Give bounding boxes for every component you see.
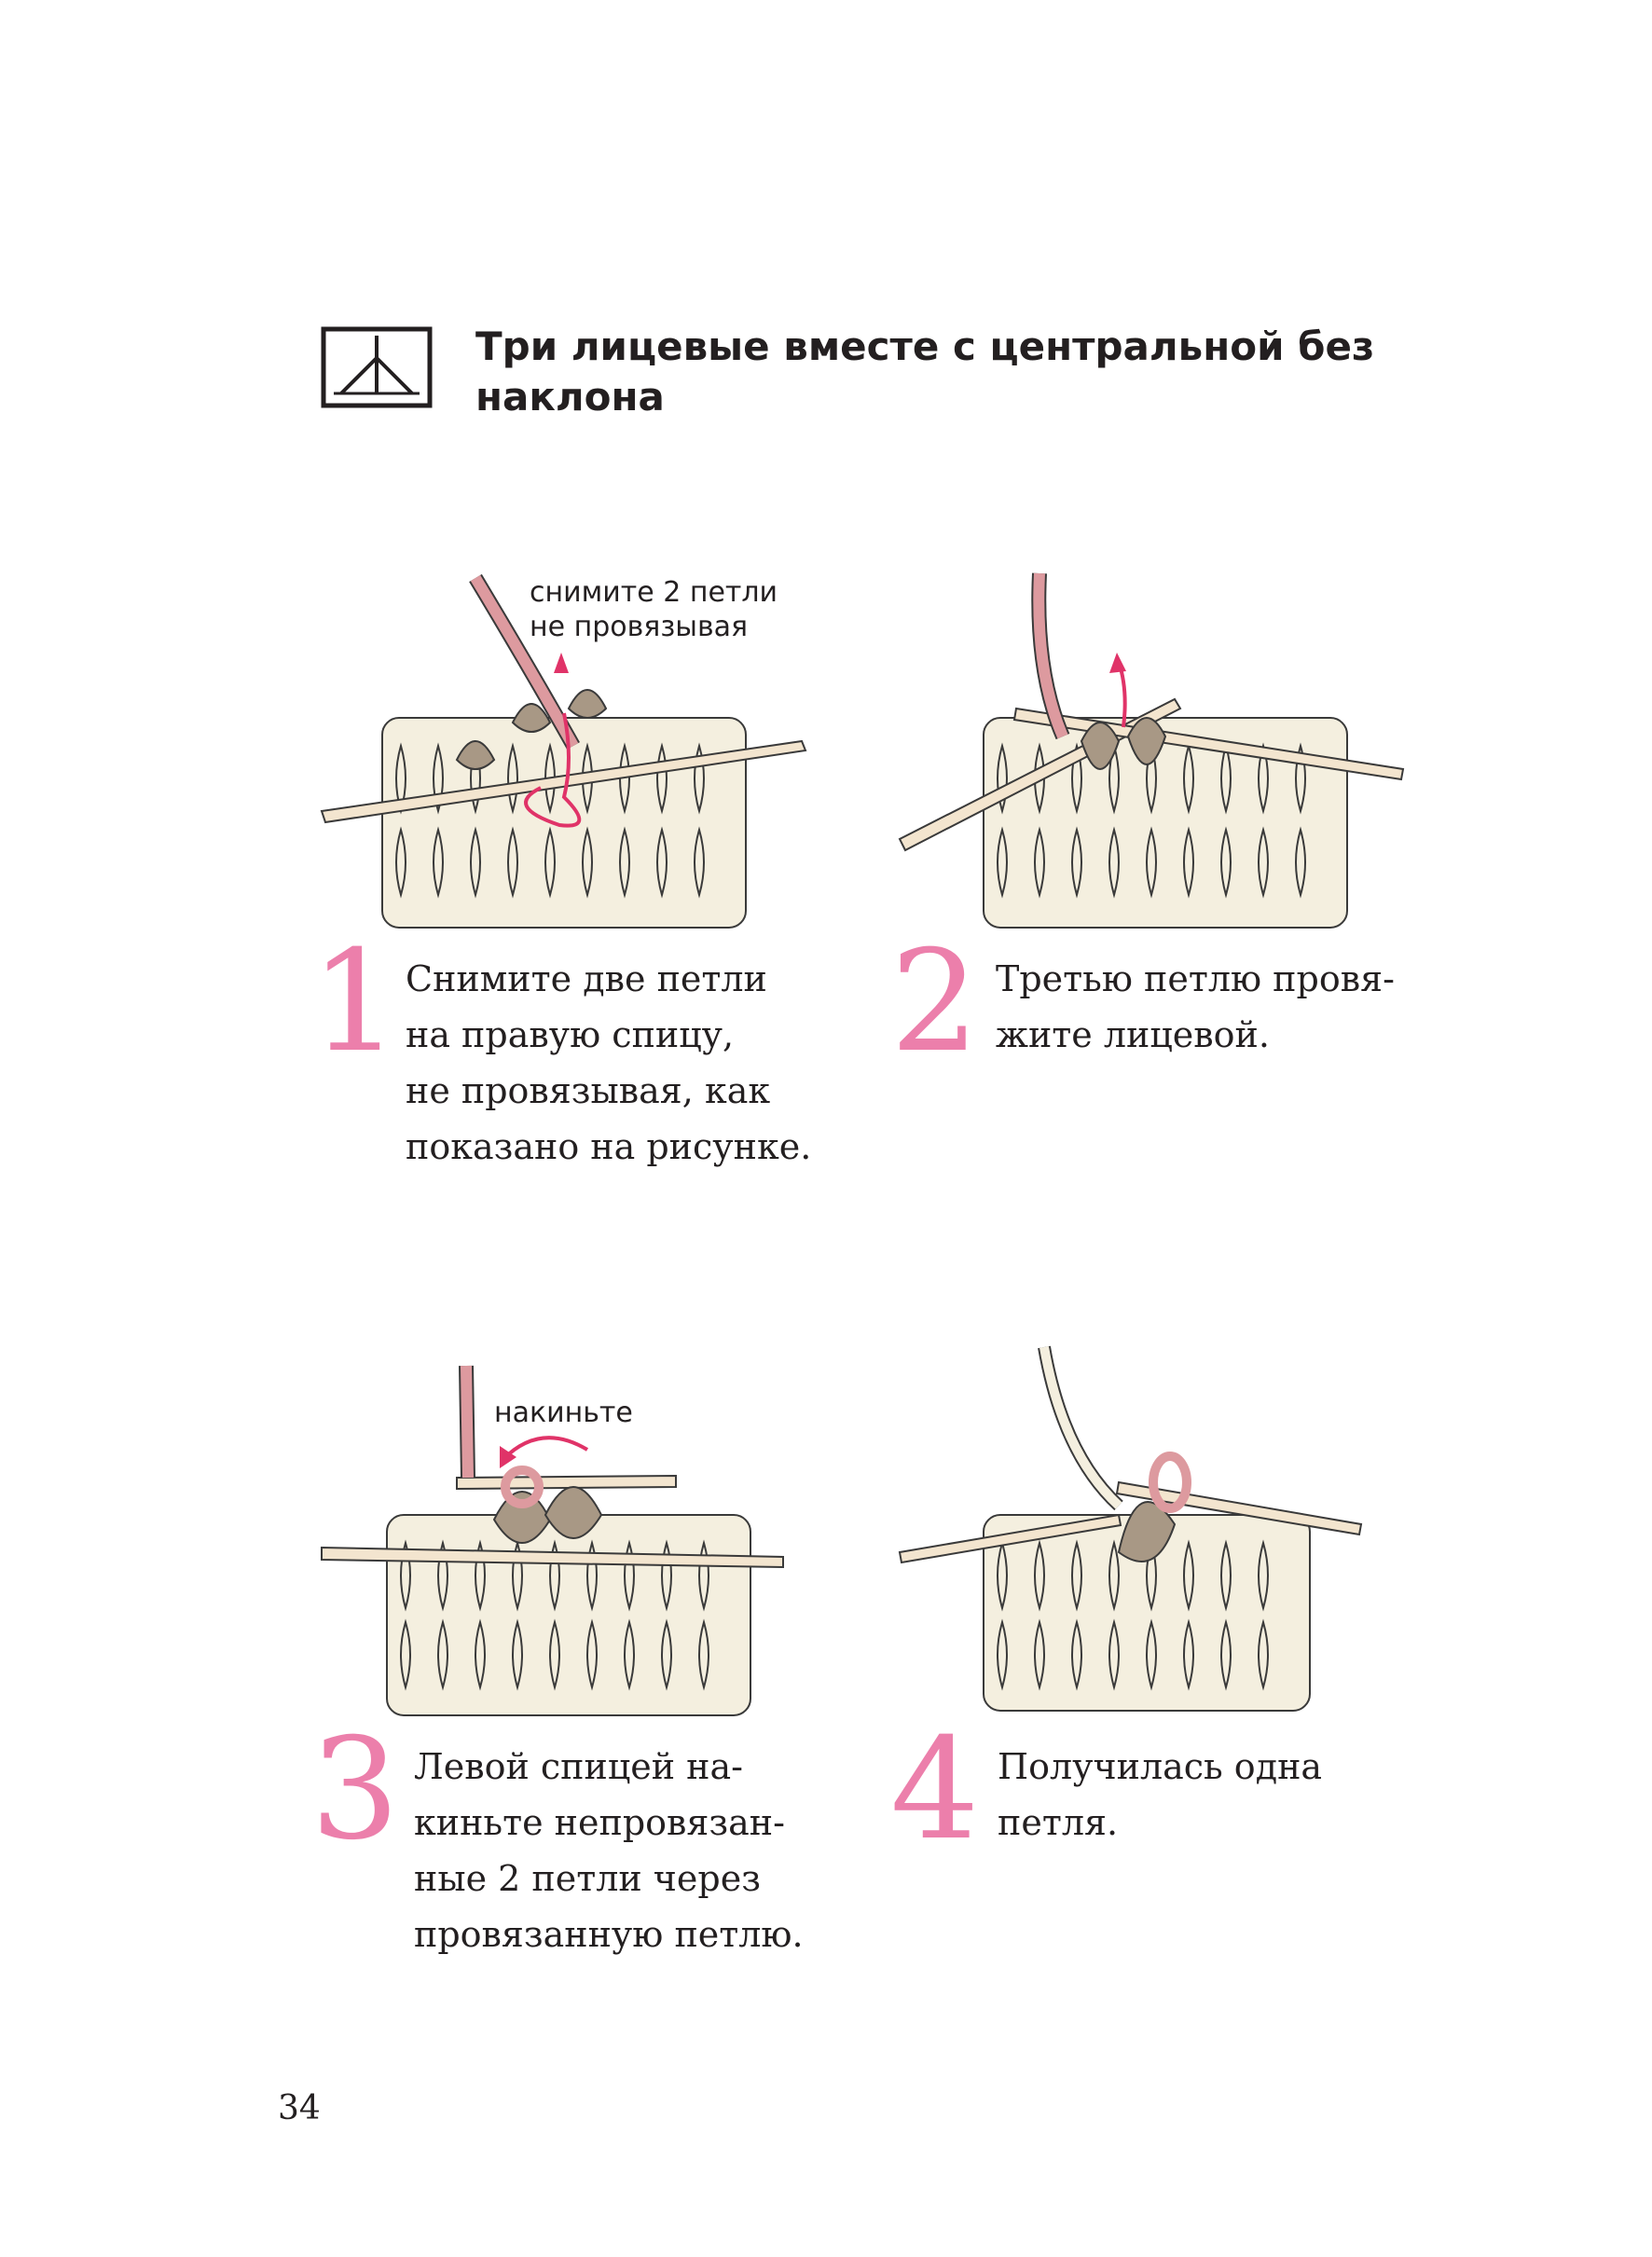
- three-together-center-decrease-icon: [321, 326, 433, 408]
- step-2-text: Третью петлю провя- жите лицевой.: [996, 958, 1395, 1055]
- knitted-fabric: [983, 1514, 1311, 1712]
- working-yarn: [1031, 572, 1070, 740]
- working-yarn-fill: [1039, 1346, 1122, 1509]
- page-title: Три лицевые вместе с центральной без нак…: [475, 323, 1375, 420]
- left-needle: [898, 1513, 1122, 1564]
- step-1-label-line-2: не провязывая: [530, 611, 748, 643]
- knitted-fabric: [386, 1514, 751, 1716]
- stitches: [492, 1486, 603, 1544]
- step-3-label: накиньте: [494, 1397, 633, 1429]
- step-3-number: 3: [310, 1709, 400, 1871]
- step-1-text: Снимите две петли на правую спицу, не пр…: [406, 958, 812, 1167]
- step-1-number: 1: [310, 921, 400, 1083]
- step-3-text: Левой спицей на- киньте непровязан- ные …: [414, 1746, 804, 1955]
- slip-arrow: [524, 712, 582, 828]
- step-2-illustration: [898, 572, 1405, 929]
- decreased-stitch: [1117, 1452, 1191, 1562]
- step-2-number: 2: [890, 921, 980, 1083]
- arrow-head: [500, 1446, 516, 1468]
- step-1-illustration: снимите 2 петли не провязывая: [320, 573, 807, 929]
- step-4-text: Получилась одна петля.: [998, 1746, 1323, 1843]
- knitted-fabric: [381, 717, 747, 929]
- right-needle: [1115, 1480, 1363, 1536]
- arrow-head: [554, 653, 569, 673]
- left-needle-tip: [456, 1474, 677, 1491]
- page-number: 34: [278, 2089, 321, 2127]
- stitches: [1080, 717, 1167, 770]
- pass-over-arrow: [502, 1436, 589, 1461]
- step-4-illustration: [898, 1345, 1363, 1712]
- working-yarn: [459, 1365, 544, 1508]
- right-needle: [1012, 707, 1405, 781]
- slipped-stitches: [455, 689, 608, 770]
- needle: [320, 739, 807, 824]
- working-yarn: [1038, 1345, 1123, 1511]
- arrow-head: [1109, 653, 1126, 673]
- step-3-illustration: накиньте: [321, 1365, 784, 1716]
- step-4-number: 4: [890, 1709, 980, 1871]
- knitted-fabric: [983, 717, 1348, 929]
- working-yarn: [469, 573, 580, 750]
- needle: [321, 1546, 784, 1569]
- step-1-label-line-1: снимите 2 петли: [530, 576, 778, 609]
